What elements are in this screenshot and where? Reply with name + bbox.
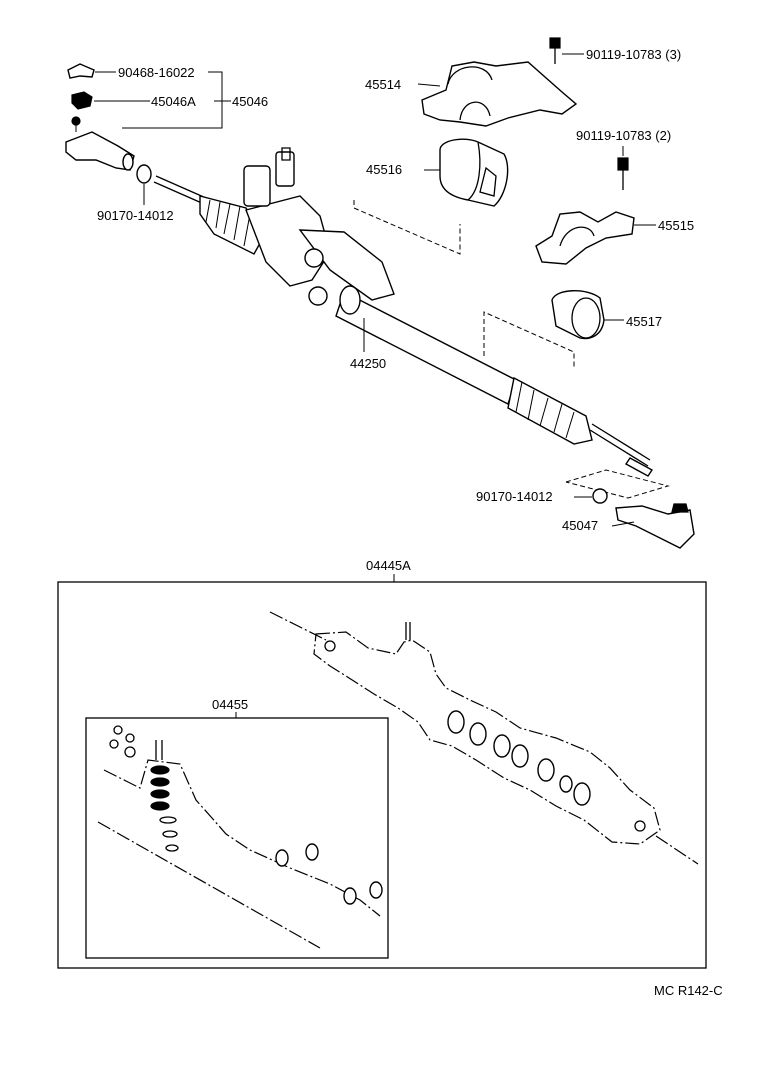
label-04455: 04455: [212, 697, 248, 712]
label-45046a: 45046A: [151, 94, 196, 109]
bracket-45515: [535, 211, 635, 265]
bolt-90119-3: [549, 37, 561, 64]
label-45047: 45047: [562, 518, 598, 533]
nut-45046a: [71, 91, 93, 110]
bracket-45046: [122, 71, 223, 129]
dashed-guide-right-end: [565, 469, 670, 499]
steering-rack-44250: [153, 147, 654, 477]
rack-silhouette-outline: [269, 611, 699, 865]
kit-box-04445a: [57, 581, 707, 969]
footer-code: MC R142-C: [654, 983, 723, 998]
tie-rod-end-45046: [65, 116, 135, 171]
kit-box-04455: [85, 717, 389, 959]
label-90170-14012-right: 90170-14012: [476, 489, 553, 504]
tie-rod-end-45047: [615, 503, 695, 549]
label-45516: 45516: [366, 162, 402, 177]
label-90468-16022: 90468-16022: [118, 65, 195, 80]
bushing-45517: [551, 290, 605, 340]
label-45517: 45517: [626, 314, 662, 329]
kit-seals-04445a: [447, 710, 591, 806]
clip-90468: [67, 63, 95, 79]
nut-90170-right: [592, 488, 608, 504]
label-90119-10783-2: 90119-10783 (2): [576, 128, 671, 143]
label-45515: 45515: [658, 218, 694, 233]
nut-90170-left: [136, 164, 152, 184]
label-45514: 45514: [365, 77, 401, 92]
bracket-45514: [421, 61, 578, 127]
kit-parts-04455: [97, 725, 383, 949]
bushing-45516: [439, 138, 509, 207]
label-44250: 44250: [350, 356, 386, 371]
label-90119-10783-3: 90119-10783 (3): [586, 47, 681, 62]
leader-45047: [611, 521, 635, 527]
leader-45514: [417, 83, 441, 87]
dashed-guide-45516: [353, 200, 461, 255]
bolt-90119-2: [617, 157, 629, 190]
label-90170-14012-left: 90170-14012: [97, 208, 174, 223]
label-45046: 45046: [232, 94, 268, 109]
label-04445a: 04445A: [366, 558, 411, 573]
